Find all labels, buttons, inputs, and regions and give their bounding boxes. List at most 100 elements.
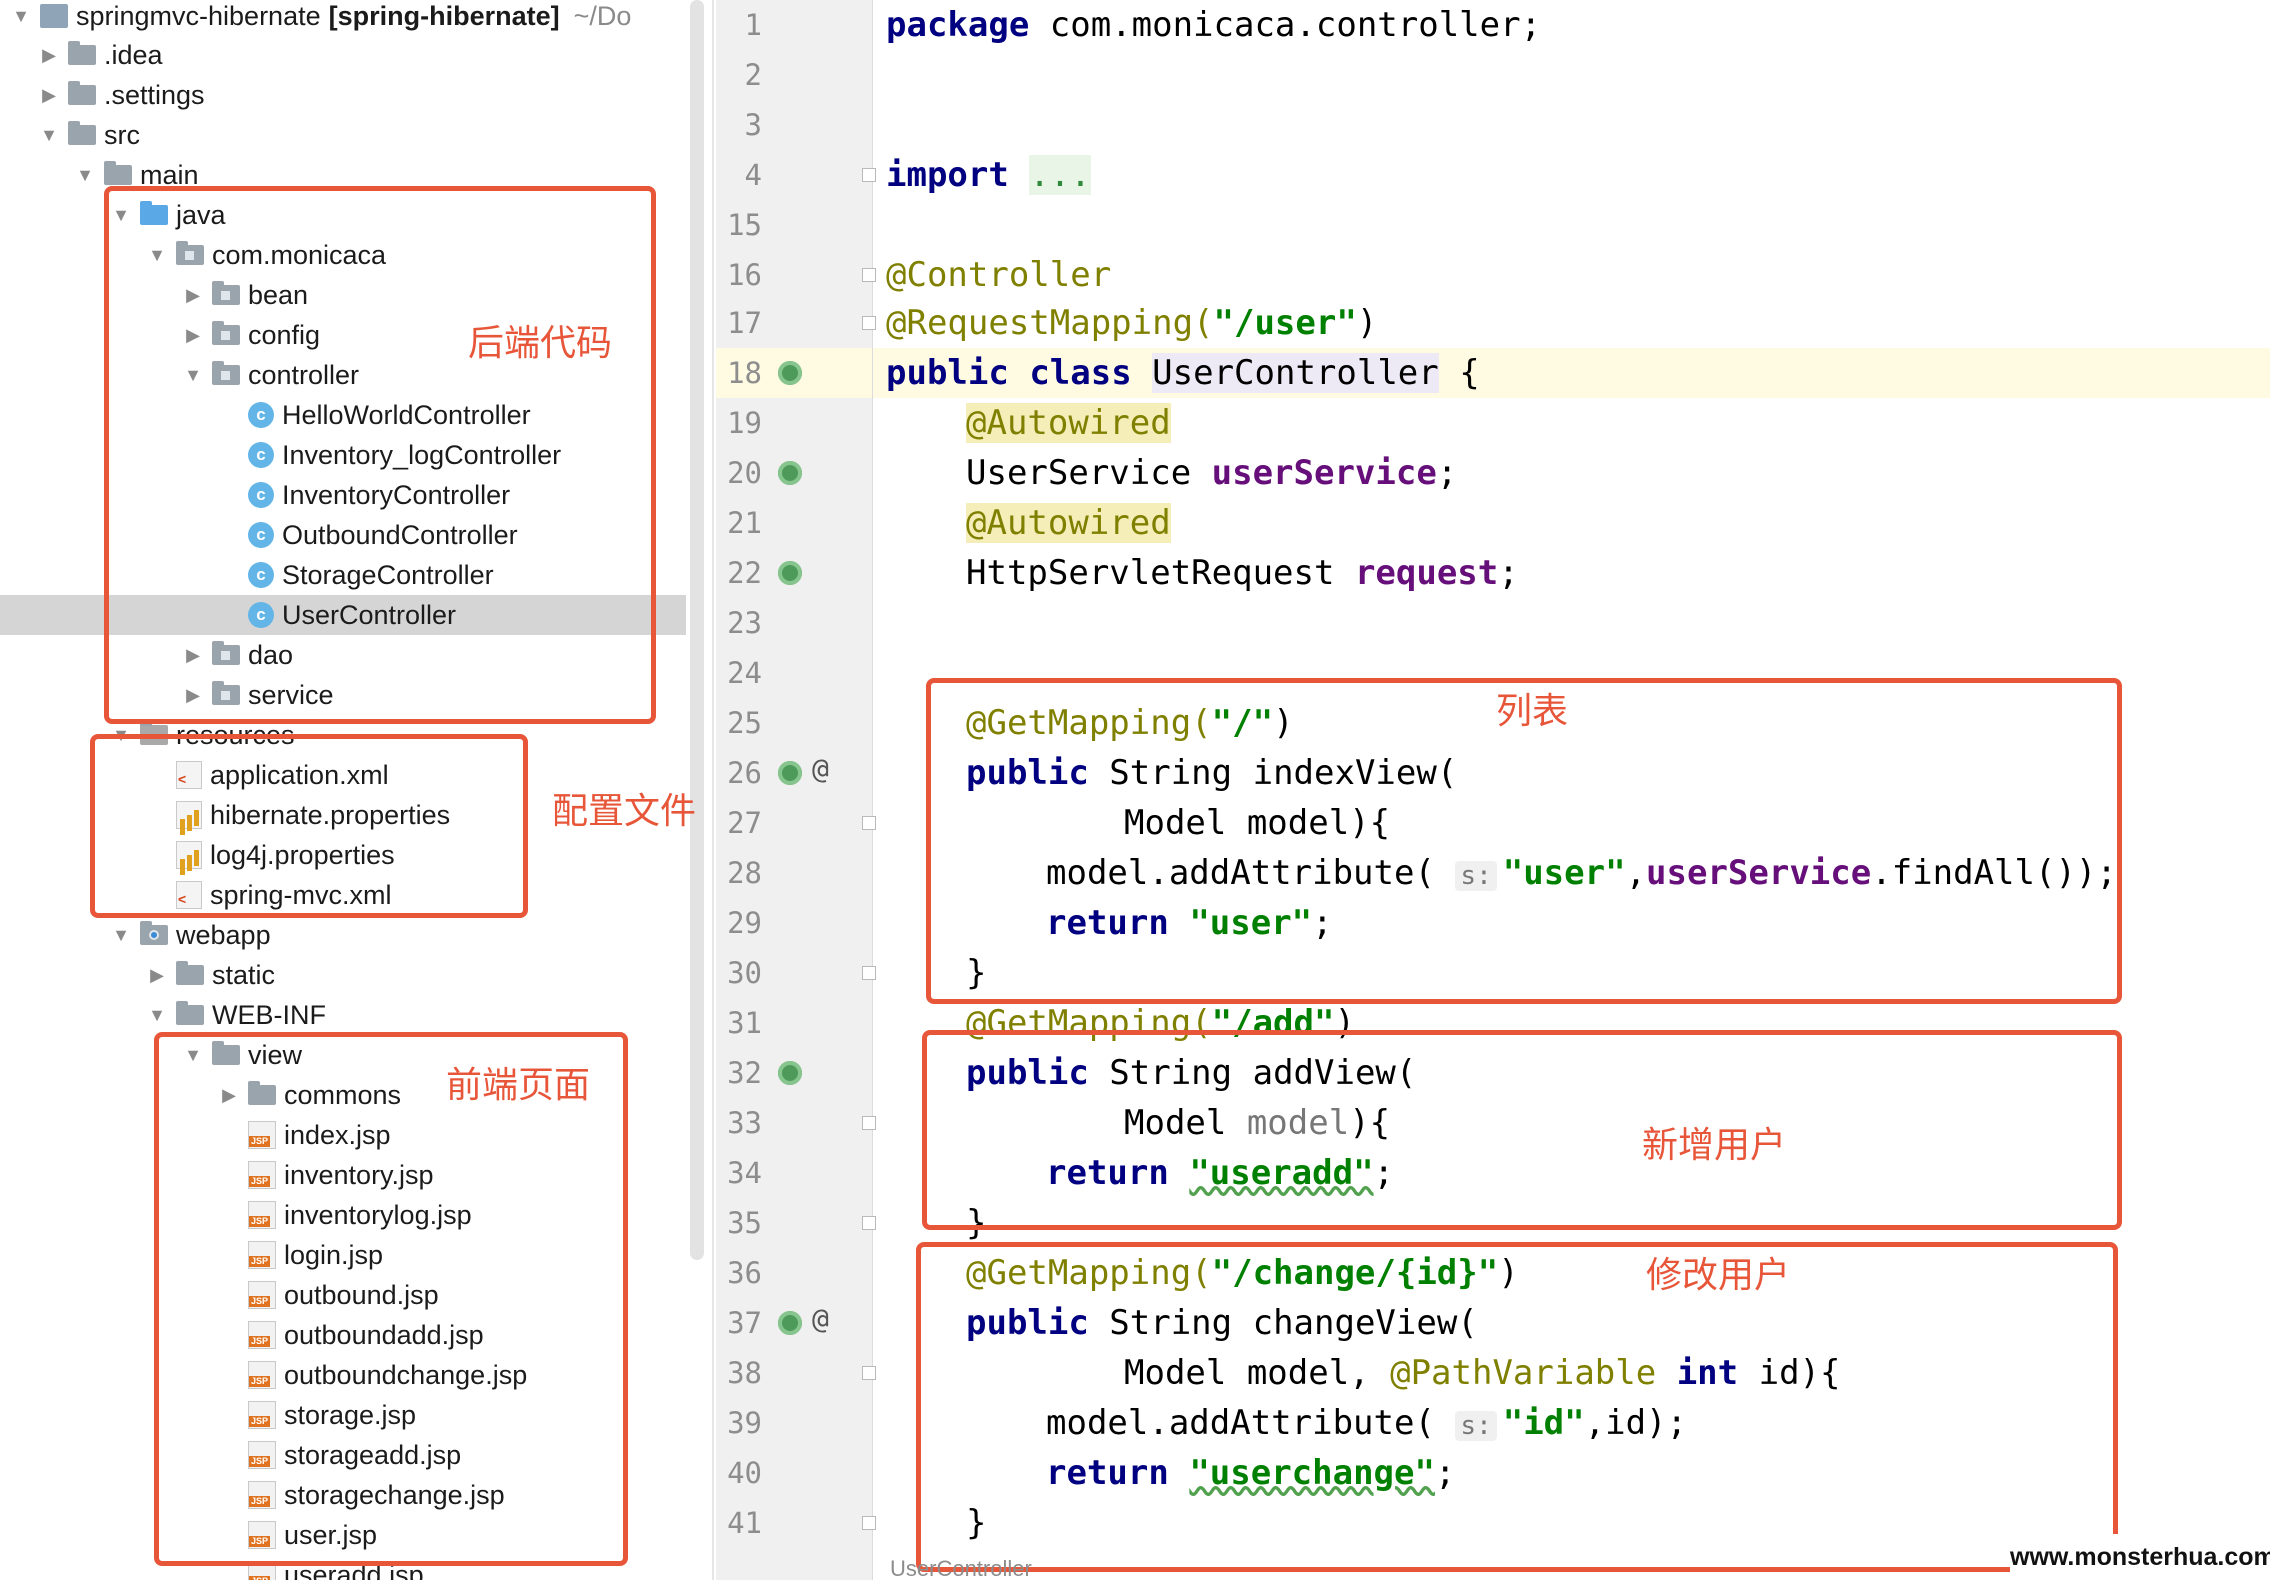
tree-node-src[interactable]: ▼ src [0,115,686,155]
collapsed-arrow-icon[interactable]: ▶ [42,44,56,65]
tree-node-main[interactable]: ▼ main [0,155,686,195]
tree-node-label: outboundadd.jsp [284,1319,484,1350]
spring-bean-icon[interactable] [778,1061,802,1085]
tree-node-label: login.jsp [284,1239,384,1270]
spring-bean-icon[interactable] [778,1311,802,1335]
line-number: 23 [727,606,762,640]
folder-icon [104,161,132,185]
fold-marker-icon[interactable] [862,168,876,182]
tree-node-static[interactable]: ▶ static [0,955,686,995]
tree-node-controller[interactable]: ▼ controller [0,355,686,395]
fold-marker-icon[interactable] [862,816,876,830]
tree-node-service[interactable]: ▶ service [0,675,686,715]
panel-divider[interactable] [712,0,714,1580]
config-annotation-label: 配置文件 [552,791,697,832]
code-editor[interactable] [873,0,2270,1580]
fold-marker-icon[interactable] [862,1516,876,1530]
project-tree: ▼ springmvc-hibernate [spring-hibernate]… [0,0,686,1580]
expand-arrow-icon[interactable]: ▼ [12,5,30,26]
gutter-separator [872,0,873,1580]
collapsed-arrow-icon[interactable]: ▶ [186,644,200,665]
tree-node-webinf[interactable]: ▼ WEB-INF [0,995,686,1035]
tree-file-r2[interactable]: ▶ hibernate.properties [0,795,686,835]
tree-node-settings[interactable]: ▶ .settings [0,75,686,115]
spring-bean-icon[interactable] [778,761,802,785]
tree-file-r3[interactable]: ▶ log4j.properties [0,835,686,875]
collapsed-arrow-icon[interactable]: ▶ [42,84,56,105]
request-mapping-icon[interactable]: @ [812,1302,829,1335]
tree-file-j8[interactable]: ▶ JSP storage.jsp [0,1395,686,1435]
expand-arrow-icon[interactable]: ▼ [112,924,130,945]
line-number: 39 [727,1406,762,1440]
expand-arrow-icon[interactable]: ▼ [184,364,202,385]
fold-marker-icon[interactable] [862,966,876,980]
code-line-18: public class UserController { [886,353,1480,393]
tree-file-j2[interactable]: ▶ JSP inventory.jsp [0,1155,686,1195]
code-line-25: @GetMapping("/") [966,703,1294,743]
package-icon [212,281,240,305]
tree-node-config[interactable]: ▶ config [0,315,686,355]
expand-arrow-icon[interactable]: ▼ [76,164,94,185]
tree-file-r4[interactable]: ▶ < spring-mvc.xml [0,875,686,915]
tree-node-label: dao [248,639,294,670]
tree-file-j6[interactable]: ▶ JSP outboundadd.jsp [0,1315,686,1355]
tree-node-java[interactable]: ▼ java [0,195,686,235]
tree-file-j10[interactable]: ▶ JSP storagechange.jsp [0,1475,686,1515]
fold-marker-icon[interactable] [862,1116,876,1130]
tree-node-idea[interactable]: ▶ .idea [0,35,686,75]
expand-arrow-icon[interactable]: ▼ [148,244,166,265]
jsp-file-icon: JSP [248,1481,276,1509]
tree-node-view[interactable]: ▼ view [0,1035,686,1075]
tree-file-c2[interactable]: ▶ c Inventory_logController [0,435,686,475]
tree-file-j9[interactable]: ▶ JSP storageadd.jsp [0,1435,686,1475]
expand-arrow-icon[interactable]: ▼ [148,1004,166,1025]
expand-arrow-icon[interactable]: ▼ [40,124,58,145]
tree-file-c5[interactable]: ▶ c StorageController [0,555,686,595]
tree-file-r1[interactable]: ▶ < application.xml [0,755,686,795]
spring-bean-icon[interactable] [778,461,802,485]
code-line-38: Model model, @PathVariable int id){ [1124,1353,1841,1393]
request-mapping-icon[interactable]: @ [812,752,829,785]
tree-file-c4[interactable]: ▶ c OutboundController [0,515,686,555]
tree-file-c1[interactable]: ▶ c HelloWorldController [0,395,686,435]
editor-breadcrumb-tab[interactable]: UserController [890,1556,1032,1581]
tree-scrollbar[interactable] [690,0,704,1260]
tree-node-label: outbound.jsp [284,1279,439,1310]
tree-node-dao[interactable]: ▶ dao [0,635,686,675]
tree-file-j4[interactable]: ▶ JSP login.jsp [0,1235,686,1275]
tree-file-j11[interactable]: ▶ JSP user.jsp [0,1515,686,1555]
line-number: 1 [744,8,762,42]
line-number: 3 [744,108,762,142]
tree-node-package[interactable]: ▼ com.monicaca [0,235,686,275]
jsp-file-icon: JSP [248,1441,276,1469]
spring-bean-icon[interactable] [778,561,802,585]
package-icon [212,321,240,345]
line-number: 27 [727,806,762,840]
collapsed-arrow-icon[interactable]: ▶ [186,324,200,345]
tree-file-c3[interactable]: ▶ c InventoryController [0,475,686,515]
tree-file-j1[interactable]: ▶ JSP index.jsp [0,1115,686,1155]
tree-node-bean[interactable]: ▶ bean [0,275,686,315]
collapsed-arrow-icon[interactable]: ▶ [222,1084,236,1105]
collapsed-arrow-icon[interactable]: ▶ [186,284,200,305]
tree-root[interactable]: ▼ springmvc-hibernate [spring-hibernate]… [0,0,686,36]
backend-annotation-box [104,186,656,724]
tree-node-commons[interactable]: ▶ commons [0,1075,686,1115]
code-line-32: public String addView( [966,1053,1417,1093]
tree-node-webapp[interactable]: ▼ webapp [0,915,686,955]
tree-file-c6-selected[interactable]: ▶ c UserController [0,595,686,635]
fold-marker-icon[interactable] [862,268,876,282]
spring-bean-icon[interactable] [778,361,802,385]
expand-arrow-icon[interactable]: ▼ [184,1044,202,1065]
folder-icon [176,961,204,985]
fold-marker-icon[interactable] [862,1366,876,1380]
tree-node-label: controller [248,359,360,390]
collapsed-arrow-icon[interactable]: ▶ [186,684,200,705]
collapsed-arrow-icon[interactable]: ▶ [150,964,164,985]
tree-file-j3[interactable]: ▶ JSP inventorylog.jsp [0,1195,686,1235]
tree-file-j5[interactable]: ▶ JSP outbound.jsp [0,1275,686,1315]
fold-marker-icon[interactable] [862,1216,876,1230]
fold-marker-icon[interactable] [862,316,876,330]
expand-arrow-icon[interactable]: ▼ [112,204,130,225]
tree-file-j7[interactable]: ▶ JSP outboundchange.jsp [0,1355,686,1395]
